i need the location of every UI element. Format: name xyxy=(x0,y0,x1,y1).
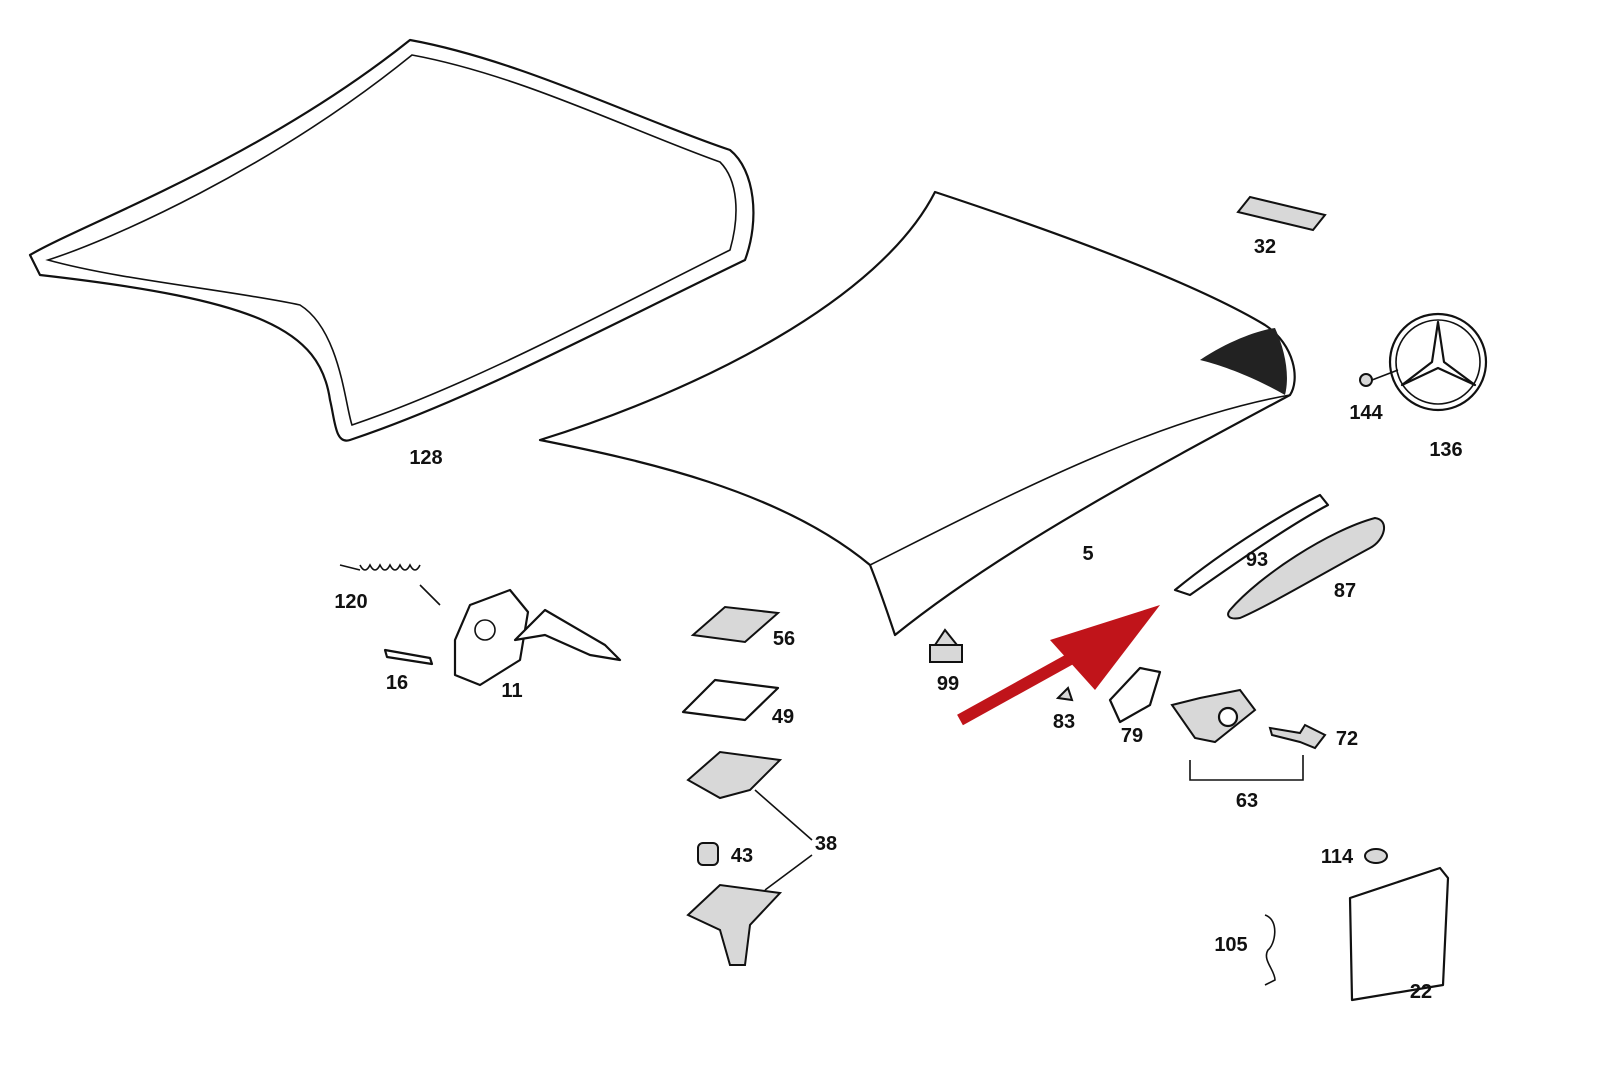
label-22: 22 xyxy=(1410,981,1432,1003)
label-83: 83 xyxy=(1053,711,1075,733)
part-63-lock-cylinder xyxy=(1170,688,1304,781)
part-32-pad xyxy=(1236,195,1327,232)
label-49: 49 xyxy=(772,706,794,728)
label-32: 32 xyxy=(1254,236,1276,258)
part-83-nut xyxy=(1055,686,1074,702)
part-128-trunk-seal xyxy=(28,38,755,442)
part-120-spring xyxy=(339,563,441,606)
label-43: 43 xyxy=(731,845,753,867)
label-144: 144 xyxy=(1349,402,1383,424)
part-5-trunk-lid xyxy=(538,190,1296,637)
label-99: 99 xyxy=(937,673,959,695)
part-16-clip xyxy=(383,648,434,666)
pointer-arrow xyxy=(957,605,1160,726)
label-5: 5 xyxy=(1082,543,1093,565)
label-38: 38 xyxy=(815,833,837,855)
label-87: 87 xyxy=(1334,580,1356,602)
part-79-gasket xyxy=(1108,666,1162,724)
part-11-hinge xyxy=(453,588,622,687)
part-72-key xyxy=(1268,723,1327,750)
part-43-bumper xyxy=(697,842,719,866)
part-56-plate xyxy=(690,605,781,644)
label-114: 114 xyxy=(1321,846,1354,868)
part-105-clip xyxy=(1264,914,1276,986)
label-93: 93 xyxy=(1246,549,1268,571)
label-11: 11 xyxy=(501,680,522,702)
label-136: 136 xyxy=(1429,439,1462,461)
part-114-grommet xyxy=(1364,848,1388,864)
part-99-bumper xyxy=(929,628,963,663)
label-79: 79 xyxy=(1121,725,1143,747)
part-22-cover-panel xyxy=(1348,866,1450,1002)
label-72: 72 xyxy=(1336,728,1358,750)
label-63: 63 xyxy=(1236,790,1258,812)
label-105: 105 xyxy=(1214,934,1247,956)
label-128: 128 xyxy=(409,447,442,469)
part-136-star-emblem xyxy=(1388,312,1488,412)
part-144-washer xyxy=(1359,373,1373,387)
label-56: 56 xyxy=(773,628,795,650)
part-49-shim xyxy=(681,678,780,722)
label-16: 16 xyxy=(386,672,408,694)
part-87-handle xyxy=(1227,516,1385,620)
part-38-latch-lower xyxy=(686,883,783,966)
part-38-latch-upper xyxy=(686,750,783,800)
label-120: 120 xyxy=(334,591,367,613)
part-93-strip xyxy=(1173,493,1330,597)
